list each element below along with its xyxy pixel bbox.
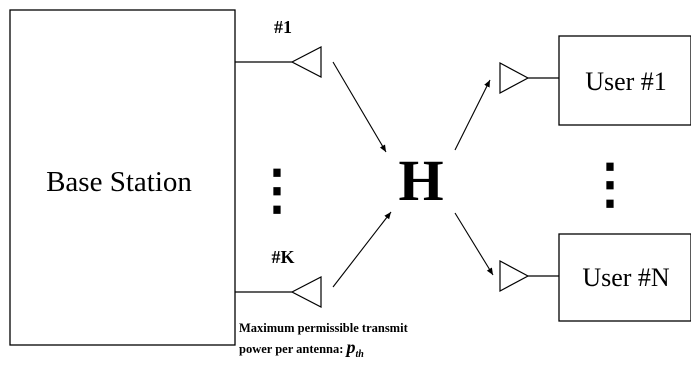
base-station-label: Base Station [46,166,192,198]
power-threshold-subscript: th [356,349,365,360]
arrow-tx1-to-channel [332,61,387,153]
arrow-channel-to-usern [454,212,494,276]
note-line-2: power per antenna: pth [239,337,364,360]
power-constraint-note: Maximum permissible transmit power per a… [239,321,409,360]
user-1: User #1 [499,35,691,126]
note-line-1: Maximum permissible transmit [239,321,409,335]
tx-antenna-1-icon [290,46,322,78]
tx-antenna-k-label: #K [271,247,294,267]
user-n-box [558,233,691,322]
user-1-antenna-icon [499,61,530,95]
user-n: User #N [499,233,691,322]
tx-antenna-k: #K [235,247,322,308]
user-n-antenna-icon [499,259,530,293]
user-1-label: User #1 [585,67,667,96]
tx-antenna-1-label: #1 [274,17,292,37]
power-threshold-symbol: p [345,337,356,357]
channel-matrix-label: H [398,148,443,213]
tx-antenna-k-icon [290,276,322,308]
arrow-channel-to-user1 [454,79,491,151]
base-station: Base Station [9,9,236,346]
user-1-box [558,35,691,126]
tx-antenna-ellipsis: ⋮ [250,160,304,220]
base-station-box [9,9,236,346]
tx-antenna-1: #1 [235,17,322,78]
note-line-2-prefix: power per antenna: [239,342,347,356]
arrow-txk-to-channel [332,211,392,288]
user-n-label: User #N [582,263,670,292]
user-ellipsis: ⋮ [583,154,637,214]
